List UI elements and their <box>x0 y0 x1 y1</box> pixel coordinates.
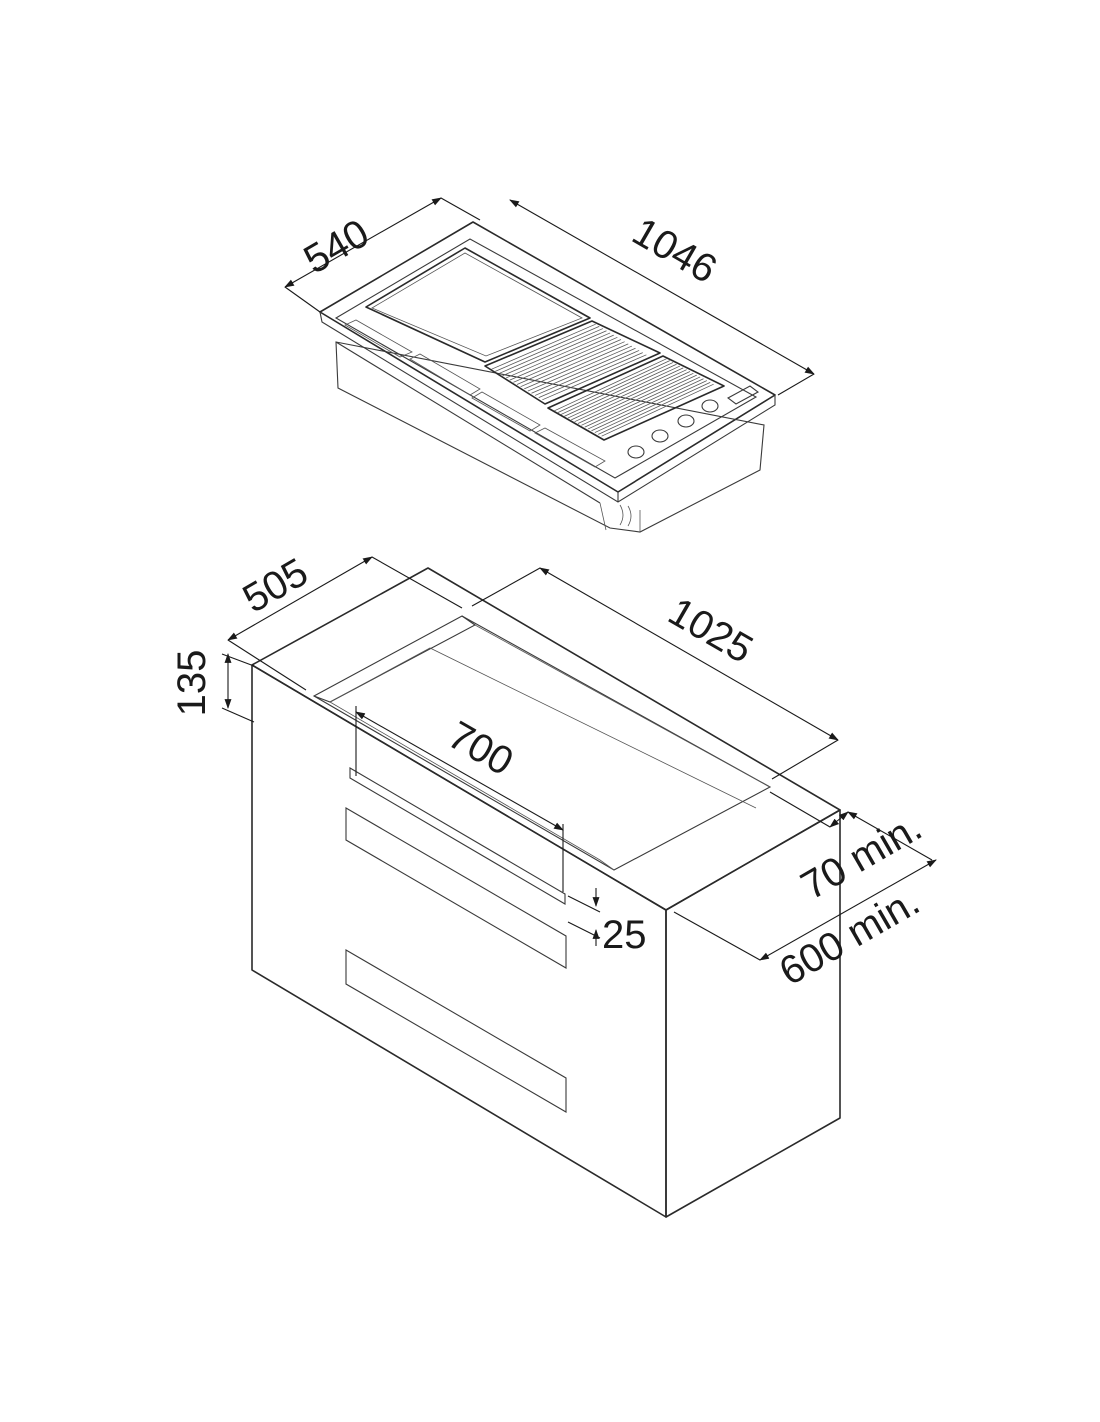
grill-grate-right <box>547 355 725 441</box>
grill-rib <box>505 332 611 379</box>
cutout-dimension-lines <box>221 556 937 961</box>
drawer-3 <box>345 949 567 1113</box>
cabinet-depth-label: 600 min. <box>772 879 927 994</box>
cutout-height-label: 135 <box>170 650 214 717</box>
grill-rib <box>527 345 633 392</box>
grill-rib <box>577 371 691 424</box>
knob-4-icon <box>701 399 719 413</box>
gap-label: 25 <box>602 913 647 957</box>
grill-rib <box>542 354 647 401</box>
grill-rib <box>509 334 614 381</box>
hob-depth-label: 540 <box>297 211 377 282</box>
drawer-1 <box>349 767 566 905</box>
grill-rib <box>571 367 684 421</box>
grill-rib <box>567 365 681 419</box>
hob-dimension-lines <box>284 197 815 396</box>
grill-grate-left <box>484 320 661 405</box>
brand-plate <box>726 385 760 405</box>
grill-rib <box>498 328 604 374</box>
grill-rib <box>581 372 694 426</box>
cutout-depth-label: 505 <box>236 550 316 621</box>
grill-rib <box>524 343 629 390</box>
cabinet-top <box>251 567 841 911</box>
drawer-2 <box>345 807 567 969</box>
grill-rib <box>587 376 701 430</box>
knob-2-icon <box>651 429 669 443</box>
grill-rib <box>557 360 670 413</box>
grill-rib <box>591 378 704 432</box>
grill-rib <box>491 323 596 370</box>
grill-rib <box>574 369 687 423</box>
cutout-width-label: 1025 <box>661 589 760 672</box>
grill-rib <box>495 326 600 372</box>
knob-3-icon <box>677 414 695 428</box>
grill-rib <box>584 374 697 428</box>
grill-rib <box>598 382 711 435</box>
grill-rib <box>594 380 708 433</box>
cabinet-side <box>665 809 841 1218</box>
grill-rib <box>601 383 714 437</box>
hob-width-label: 1046 <box>625 209 724 292</box>
control-knobs <box>627 385 760 459</box>
knob-1-icon <box>627 445 645 459</box>
cabinet-illustration <box>251 567 841 1218</box>
